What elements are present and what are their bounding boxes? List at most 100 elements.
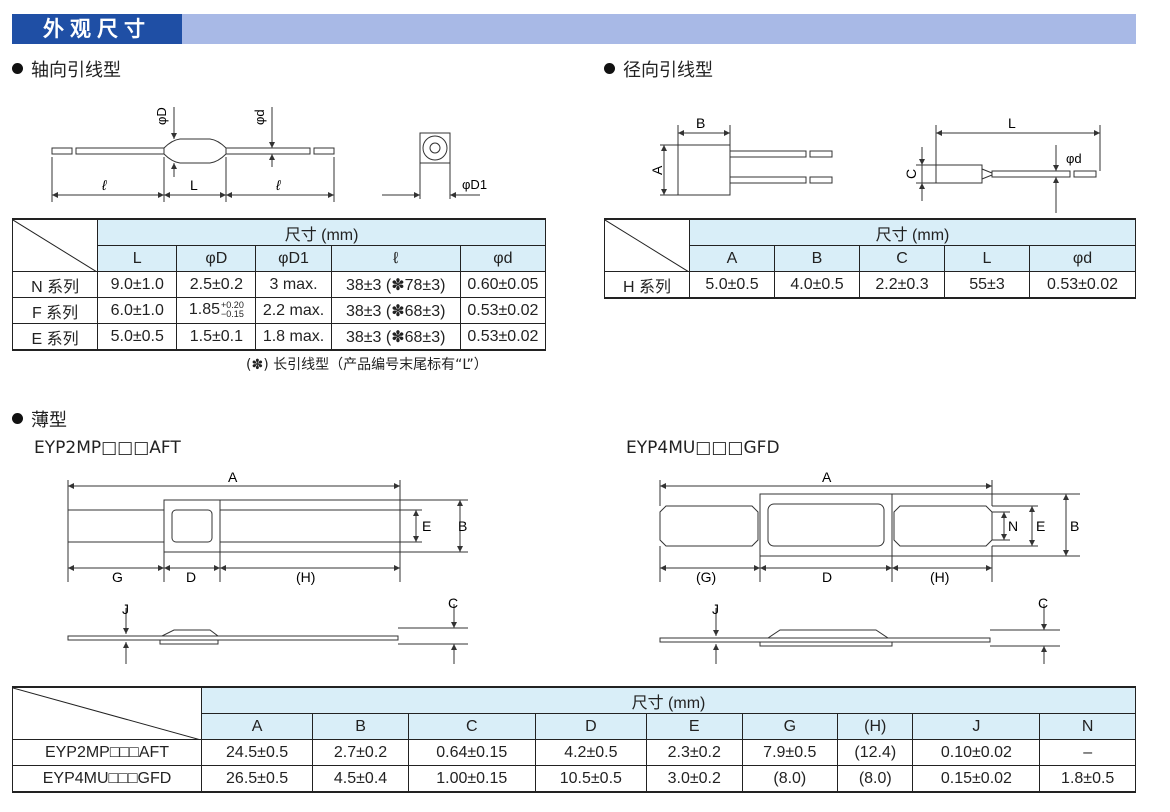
cell: 5.0±0.5 (689, 271, 775, 299)
cell: (8.0) (837, 765, 914, 793)
section-axial: 轴向引线型 (12, 56, 121, 82)
label-E-thin-left: E (422, 518, 431, 534)
table-row: N 系列 9.0±1.0 2.5±0.2 3 max. 38±3 (✽78±3)… (11, 271, 547, 298)
group-header: 尺寸 (mm) (97, 218, 546, 246)
section-axial-label: 轴向引线型 (31, 60, 121, 81)
cell: 9.0±1.0 (97, 271, 178, 298)
bullet-icon (604, 63, 615, 74)
label-A-thin-left: A (228, 469, 238, 485)
cell: 4.5±0.4 (312, 765, 409, 793)
label-B-thin-left: B (458, 518, 467, 534)
col-header: B (312, 713, 409, 740)
cell: 0.15±0.02 (912, 765, 1041, 793)
section-thin: 薄型 (12, 406, 67, 432)
cell: 24.5±0.5 (200, 739, 314, 766)
tol-main: 1.85 (188, 301, 221, 319)
radial-lead-diagram: B A L C φd (649, 115, 1101, 213)
tol-stack: +0.20−0.15 (221, 301, 244, 319)
col-header: C (859, 245, 945, 272)
label-B-thin-right: B (1070, 518, 1079, 534)
cell: 2.3±0.2 (645, 739, 743, 766)
axial-dimension-table: 尺寸 (mm) L φD φD1 ℓ φd N 系列 9.0±1.0 2.5±0… (11, 218, 547, 351)
cell: 0.60±0.05 (459, 271, 547, 298)
cell: 0.53±0.02 (1029, 271, 1136, 299)
label-phiD: φD (154, 107, 169, 125)
col-header: φd (1029, 245, 1136, 272)
col-header: φd (459, 245, 547, 272)
table-corner (11, 218, 99, 272)
diagonal-line (605, 220, 689, 272)
col-header: L (97, 245, 178, 272)
tol-lower: −0.15 (221, 309, 244, 320)
col-header: L (944, 245, 1030, 272)
cell: 4.0±0.5 (774, 271, 860, 299)
label-C-radial: C (903, 169, 919, 179)
col-header: E (645, 713, 743, 740)
label-B: B (696, 115, 705, 131)
cell: 55±3 (944, 271, 1030, 299)
cell-tolerance: 1.85+0.20−0.15 (176, 297, 257, 324)
section-radial: 径向引线型 (604, 56, 713, 82)
group-header: 尺寸 (mm) (689, 218, 1136, 246)
label-D-thin-left: D (186, 569, 196, 585)
label-G-thin-left: G (112, 569, 123, 585)
row-header: E 系列 (11, 323, 99, 351)
table-row: E 系列 5.0±0.5 1.5±0.1 1.8 max. 38±3 (✽68±… (11, 323, 547, 351)
label-H-thin-right: (H) (930, 569, 949, 585)
label-phid-radial: φd (1066, 151, 1082, 166)
label-ell-right: ℓ (275, 177, 281, 193)
col-header: N (1039, 713, 1136, 740)
cell: 0.10±0.02 (912, 739, 1041, 766)
col-header: ℓ (330, 245, 461, 272)
section-thin-label: 薄型 (31, 410, 67, 431)
table-row: H 系列 5.0±0.5 4.0±0.5 2.2±0.3 55±3 0.53±0… (604, 271, 1136, 299)
label-C-thin-left: C (448, 595, 458, 611)
cell: 1.5±0.1 (176, 323, 257, 351)
label-L: L (190, 177, 198, 193)
table-corner (12, 686, 202, 740)
bullet-icon (12, 63, 23, 74)
label-A: A (649, 165, 665, 175)
label-phid: φd (252, 109, 267, 125)
label-phiD1: φD1 (462, 177, 487, 192)
thin-dimension-table: 尺寸 (mm) A B C D E G (H) J N EYP2MP□□□AFT… (12, 686, 1136, 793)
col-header: (H) (837, 713, 914, 740)
cell: 26.5±0.5 (200, 765, 314, 793)
model-right-title: EYP4MU□□□GFD (626, 438, 780, 458)
cell: 3 max. (255, 271, 332, 298)
col-header: A (200, 713, 314, 740)
radial-dimension-table: 尺寸 (mm) A B C L φd H 系列 5.0±0.5 4.0±0.5 … (604, 218, 1136, 299)
label-C-thin-right: C (1038, 595, 1048, 611)
row-header: N 系列 (11, 271, 99, 298)
cell: 0.53±0.02 (459, 297, 547, 324)
label-G-thin-right: (G) (696, 569, 716, 585)
cell: 6.0±1.0 (97, 297, 178, 324)
col-header: φD1 (255, 245, 332, 272)
col-header: J (912, 713, 1041, 740)
label-E-thin-right: E (1036, 518, 1045, 534)
cell: 38±3 (✽68±3) (330, 297, 461, 324)
cell: 1.00±0.15 (407, 765, 536, 793)
cell: 2.7±0.2 (312, 739, 409, 766)
label-A-thin-right: A (822, 469, 832, 485)
cell: 1.8 max. (255, 323, 332, 351)
diagonal-line (13, 688, 201, 740)
cell: – (1039, 739, 1136, 766)
cell: 2.2±0.3 (859, 271, 945, 299)
col-header: C (407, 713, 536, 740)
row-header: EYP2MP□□□AFT (12, 739, 202, 766)
row-header: F 系列 (11, 297, 99, 324)
cell: 2.5±0.2 (176, 271, 257, 298)
thin-right-diagram: A (G) D (H) N E B J C (659, 469, 1080, 664)
col-header: φD (176, 245, 257, 272)
col-header: D (534, 713, 647, 740)
cell: 5.0±0.5 (97, 323, 178, 351)
table-row: EYP4MU□□□GFD 26.5±0.5 4.5±0.4 1.00±0.15 … (12, 765, 1136, 793)
label-J-thin-left: J (122, 601, 129, 617)
axial-lead-diagram: φD φd ℓ L ℓ φD1 (51, 107, 487, 202)
section-radial-label: 径向引线型 (623, 60, 713, 81)
cell: 0.53±0.02 (459, 323, 547, 351)
label-D-thin-right: D (822, 569, 832, 585)
cell: 1.8±0.5 (1039, 765, 1136, 793)
model-left-title: EYP2MP□□□AFT (34, 438, 181, 458)
